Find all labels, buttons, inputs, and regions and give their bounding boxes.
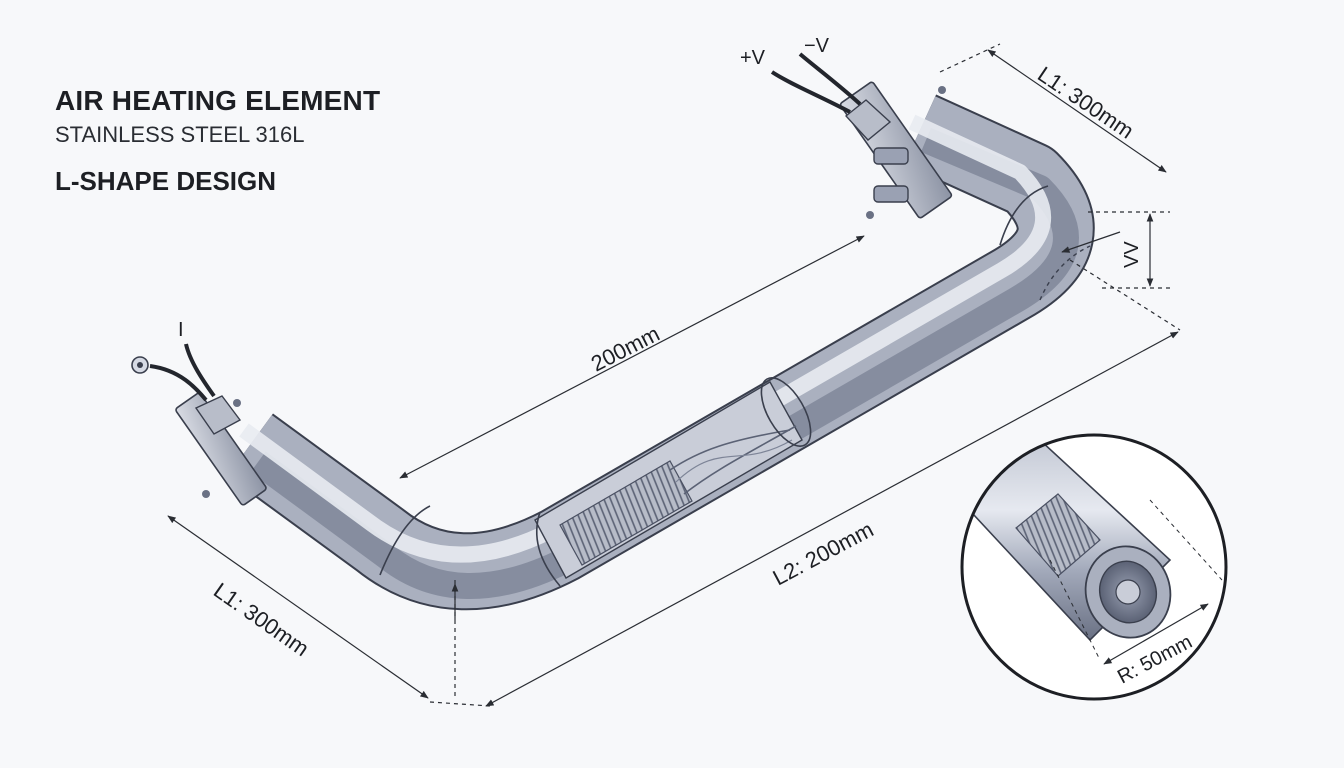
detail-dash-2 bbox=[1049, 559, 1101, 661]
dim-l1-bottom-line bbox=[167, 515, 429, 699]
right-flange-bolt-1 bbox=[938, 86, 946, 94]
design-label: L-SHAPE DESIGN bbox=[55, 166, 277, 196]
right-nut bbox=[844, 99, 892, 141]
detail-dash-1 bbox=[1149, 499, 1223, 581]
dim-vv-pointer bbox=[1061, 231, 1121, 253]
right-stud-1 bbox=[873, 147, 909, 165]
dimension-lines bbox=[167, 43, 1181, 707]
right-terminal: +V −V bbox=[740, 35, 953, 219]
left-flange bbox=[175, 392, 267, 506]
detail-coil bbox=[1015, 493, 1101, 577]
dim-l1-bottom-label: L1: 300mm bbox=[209, 578, 313, 662]
dim-vv-label: VV bbox=[1121, 241, 1143, 268]
detail-core bbox=[1115, 579, 1141, 605]
negative-terminal-label: −V bbox=[804, 35, 830, 57]
dim-l1-top-ext bbox=[939, 43, 1001, 73]
positive-terminal-label: +V bbox=[740, 47, 766, 69]
diagram-title: AIR HEATING ELEMENT bbox=[55, 85, 381, 116]
material-label: STAINLESS STEEL 316L bbox=[55, 122, 305, 147]
left-flange-bolt-1 bbox=[233, 399, 241, 407]
dim-l2-label: L2: 200mm bbox=[769, 517, 878, 591]
right-flange-bolt-2 bbox=[866, 211, 874, 219]
left-ring-hole bbox=[137, 362, 143, 368]
seam-right-bend-a bbox=[999, 185, 1049, 246]
dim-l2-ext-left bbox=[429, 701, 491, 707]
left-terminal-mark: I bbox=[178, 319, 184, 341]
dim-l1-top-line bbox=[987, 49, 1167, 173]
tube-body bbox=[226, 94, 1095, 611]
detail-circle-border bbox=[960, 433, 1228, 701]
dim-mid-label: 200mm bbox=[587, 321, 664, 377]
cutaway-window bbox=[534, 377, 812, 587]
left-wire-2 bbox=[184, 343, 216, 398]
detail-view: R: 50mm bbox=[960, 433, 1228, 701]
dim-l1-top-label: L1: 300mm bbox=[1033, 61, 1138, 143]
dim-l2-ext-right bbox=[1069, 259, 1181, 331]
left-wire-1 bbox=[149, 364, 208, 402]
right-stud-2 bbox=[873, 185, 909, 203]
title-block: AIR HEATING ELEMENT STAINLESS STEEL 316L… bbox=[55, 84, 380, 196]
detail-radius-line bbox=[1103, 603, 1209, 665]
left-nut bbox=[194, 395, 242, 435]
left-terminal: I bbox=[131, 319, 267, 506]
dim-l2-line bbox=[485, 331, 1179, 707]
left-flange-bolt-2 bbox=[202, 490, 210, 498]
right-wire-neg bbox=[798, 52, 862, 106]
right-wire-pos bbox=[770, 70, 851, 114]
